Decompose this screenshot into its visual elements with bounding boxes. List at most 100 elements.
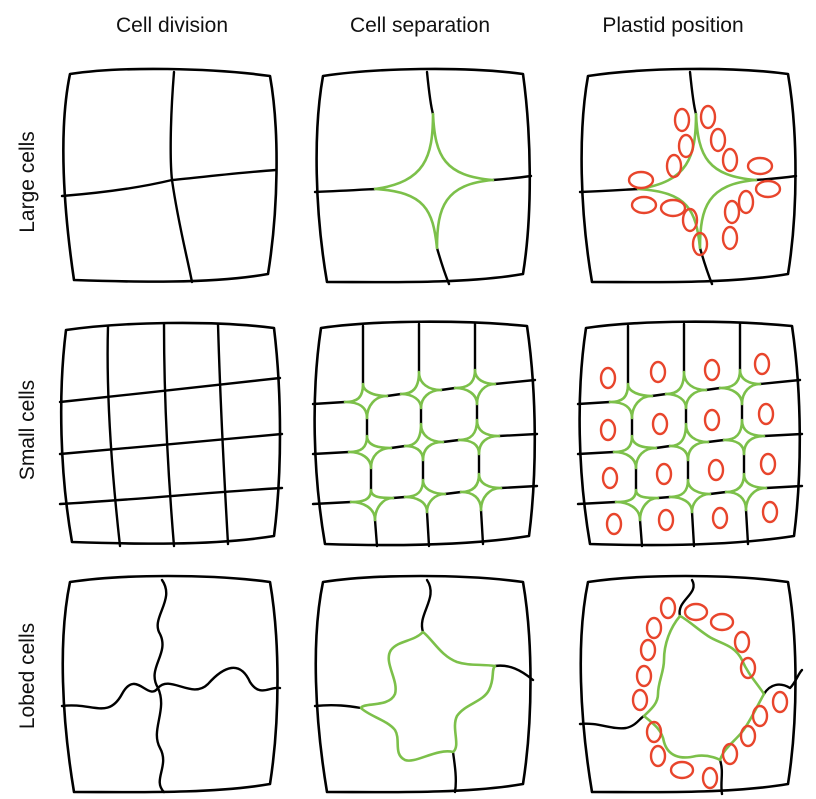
cell-outline xyxy=(314,574,532,794)
panel-large-cells-division xyxy=(60,67,278,284)
cell-outline xyxy=(59,321,282,545)
plastid xyxy=(703,358,721,382)
panel-lobed-cells-division xyxy=(60,574,282,794)
cell-wall xyxy=(682,322,696,548)
separation-space xyxy=(347,434,393,470)
cell-wall xyxy=(311,484,539,506)
cell-outline xyxy=(579,574,797,794)
plastid xyxy=(709,612,735,632)
cell-wall-grid xyxy=(576,322,804,548)
separation-space xyxy=(399,370,443,410)
cell-wall xyxy=(473,322,485,546)
plastid xyxy=(657,508,675,532)
separation-space xyxy=(403,478,447,514)
panel-large-cells-separation xyxy=(313,67,533,286)
cell-wall xyxy=(417,322,431,548)
plastid xyxy=(683,602,709,622)
cell-wall xyxy=(58,432,284,456)
plastid xyxy=(771,690,789,714)
cell-outline xyxy=(62,67,278,283)
row-title-small-cells: Small cells xyxy=(16,379,39,481)
plastid xyxy=(754,179,782,199)
plastid xyxy=(659,596,677,620)
cell-wall xyxy=(762,668,804,696)
separation-space xyxy=(612,434,658,470)
plastid xyxy=(639,638,657,662)
cell-outline xyxy=(313,320,537,547)
plastid xyxy=(721,742,739,766)
cell-outline xyxy=(580,67,797,284)
panel-small-cells-division xyxy=(58,321,284,548)
plastid xyxy=(733,630,751,654)
plastid xyxy=(627,170,655,190)
cell-wall xyxy=(576,484,804,506)
plastid xyxy=(723,199,741,225)
plastid xyxy=(665,153,683,179)
cell-wall xyxy=(678,578,695,618)
cell-wall xyxy=(420,578,432,634)
plastid xyxy=(673,107,691,133)
plastid xyxy=(599,418,617,442)
plastid xyxy=(721,147,739,173)
separation-space xyxy=(359,630,497,762)
plastid xyxy=(751,704,769,728)
separation-space xyxy=(614,488,660,522)
cell-wall xyxy=(491,174,533,182)
plastid xyxy=(630,195,658,215)
plastid xyxy=(739,656,757,680)
cell-wall xyxy=(58,486,284,506)
cell-outline xyxy=(578,320,802,547)
plastid xyxy=(645,616,663,640)
column-title-cell-division: Cell division xyxy=(115,14,229,37)
plastid xyxy=(711,506,729,530)
cell-wall xyxy=(169,70,194,284)
separation-spaces xyxy=(343,368,503,522)
plastid xyxy=(605,512,623,536)
plastid-group xyxy=(631,596,789,790)
panel-small-cells-plastids xyxy=(576,320,804,548)
separation-space xyxy=(724,472,768,512)
plastid xyxy=(645,720,663,744)
plastid xyxy=(701,766,719,790)
cell-wall xyxy=(718,758,724,796)
plastid xyxy=(746,156,774,176)
plastid xyxy=(709,127,727,153)
separation-space xyxy=(668,478,712,514)
cell-wall-grid xyxy=(311,322,539,548)
cell-wall xyxy=(58,376,282,404)
plastid xyxy=(757,402,775,426)
plastid xyxy=(739,724,757,748)
plastid xyxy=(599,366,617,390)
plastid xyxy=(669,760,695,780)
separation-space xyxy=(373,112,495,250)
plastid xyxy=(649,360,667,384)
plastid xyxy=(737,189,755,215)
cell-wall xyxy=(576,378,802,406)
cell-wall xyxy=(688,70,698,116)
panel-small-cells-separation xyxy=(311,320,539,548)
cell-wall xyxy=(578,187,640,194)
plastid xyxy=(681,207,699,233)
cell-wall xyxy=(60,666,282,710)
cell-wall xyxy=(451,750,458,794)
cell-wall xyxy=(361,324,379,548)
plastid xyxy=(659,198,687,218)
separation-space xyxy=(722,418,766,456)
panel-lobed-cells-separation xyxy=(313,574,535,794)
cell-wall xyxy=(493,664,535,682)
cell-outline xyxy=(315,67,532,284)
separation-space xyxy=(642,614,766,762)
plastid xyxy=(707,458,725,482)
plastid xyxy=(677,133,695,159)
separation-space xyxy=(349,488,395,522)
separation-space xyxy=(403,422,445,462)
plastid xyxy=(691,231,709,257)
separation-space xyxy=(457,418,501,456)
plastid-group xyxy=(627,104,782,257)
cell-wall xyxy=(626,324,644,548)
plastid xyxy=(635,664,653,688)
cell-wall xyxy=(578,714,646,730)
column-title-plastid-position: Plastid position xyxy=(602,14,744,37)
plastid xyxy=(703,408,721,432)
cell-wall xyxy=(313,187,377,194)
